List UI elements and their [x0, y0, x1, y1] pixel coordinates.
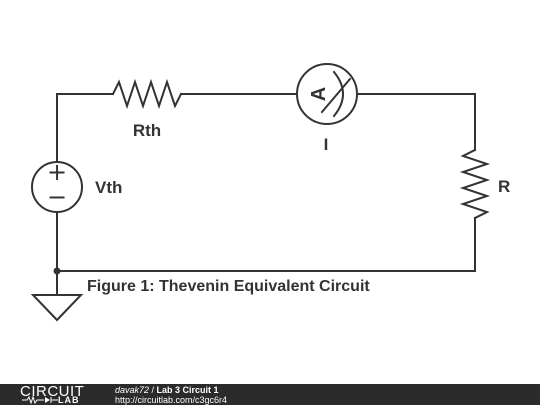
source-plus-sign: +	[47, 158, 67, 186]
label-i: I	[324, 135, 329, 154]
circuitlab-logo-subtext: LAB	[58, 395, 80, 405]
circuit-schematic: + − A Rth I Vth R Figure 1: Thevenin Equ…	[30, 63, 511, 322]
figure-caption: Figure 1: Thevenin Equivalent Circuit	[87, 278, 370, 295]
label-vth: Vth	[95, 178, 122, 197]
ammeter-needle	[320, 77, 352, 114]
circuitlab-logo-text[interactable]: CIRCUIT	[20, 383, 85, 400]
junction-dot	[53, 267, 61, 275]
resistor-rth	[111, 78, 183, 110]
circuit-url-link[interactable]: http://circuitlab.com/c3gc6r4	[115, 395, 228, 405]
label-r: R	[498, 177, 510, 196]
label-rth: Rth	[133, 121, 161, 140]
ammeter-symbol	[296, 63, 358, 125]
resistor-r	[459, 148, 491, 220]
circuit-title-link[interactable]: Lab 3 Circuit 1	[156, 385, 219, 395]
author-link[interactable]: davak72	[115, 385, 150, 395]
ammeter-dial-arc	[332, 70, 344, 118]
ammeter-letter: A	[308, 87, 330, 101]
source-minus-sign: −	[47, 183, 67, 211]
attribution-separator: /	[149, 385, 157, 395]
circuit-attribution: davak72 / Lab 3 Circuit 1	[115, 385, 219, 395]
footer-bar: CIRCUIT LAB davak72 / Lab 3 Circuit 1 ht…	[0, 384, 540, 405]
ground-symbol	[30, 294, 84, 322]
voltage-source-vth	[31, 161, 83, 213]
logo-waveform-icon	[22, 396, 58, 404]
